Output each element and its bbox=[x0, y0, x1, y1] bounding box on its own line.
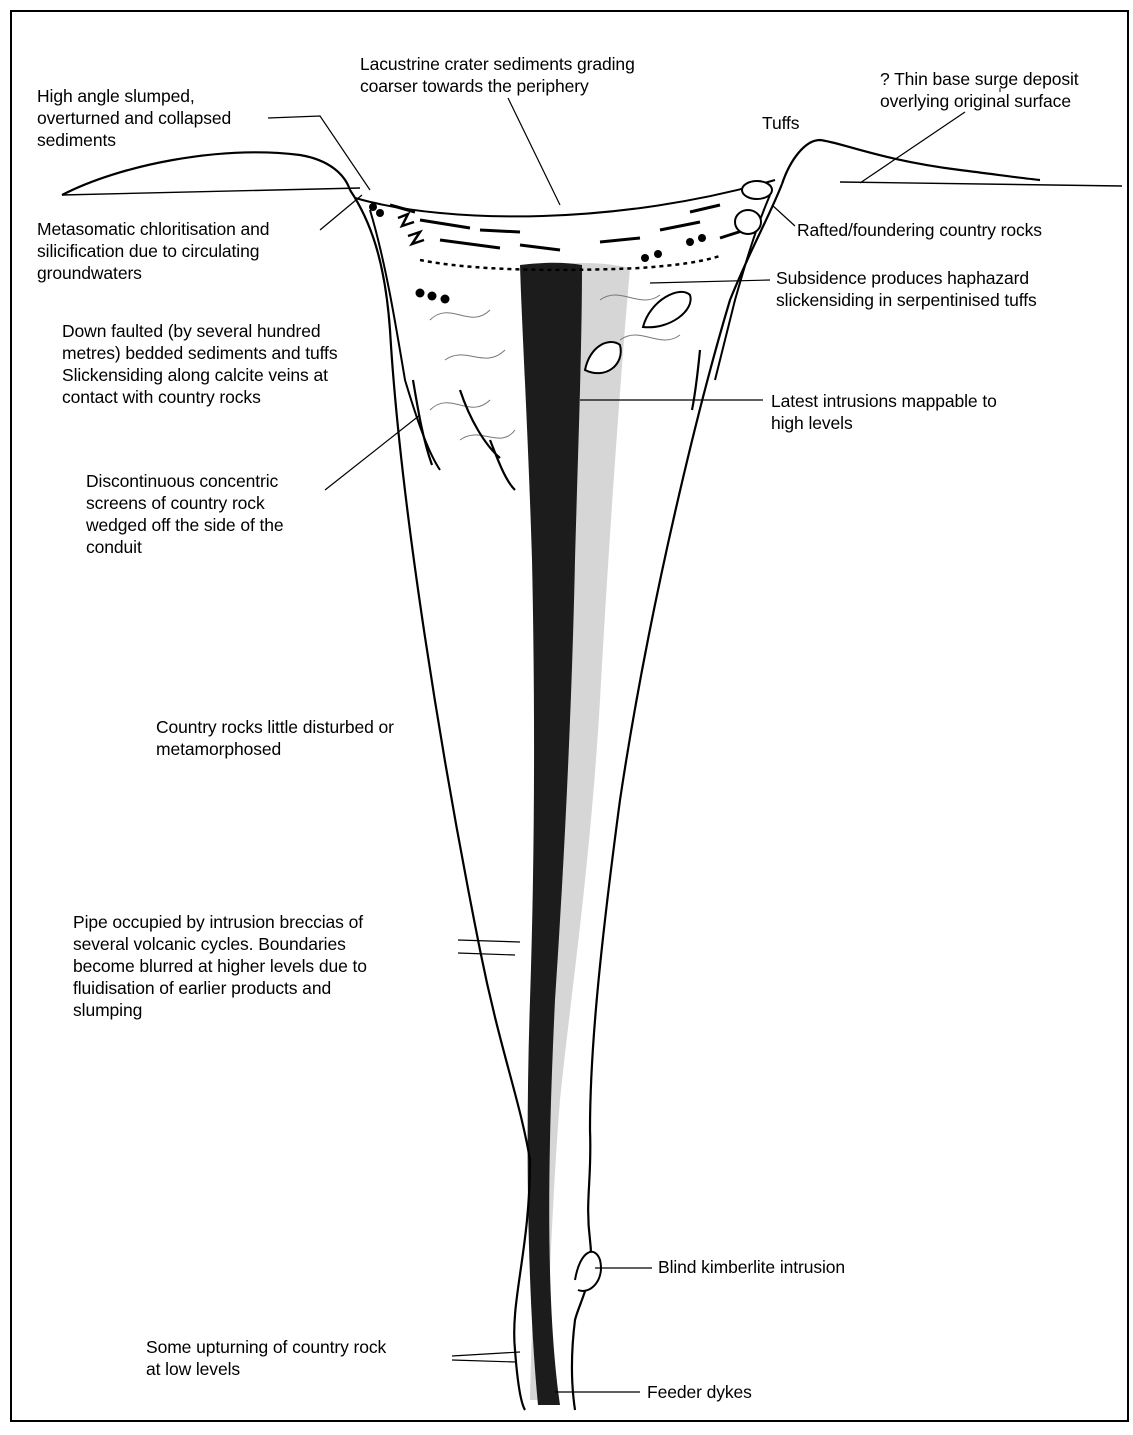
label-lacustrine-crater: Lacustrine crater sediments grading coar… bbox=[360, 53, 635, 97]
label-subsidence: Subsidence produces haphazard slickensid… bbox=[776, 267, 1037, 311]
label-some-upturning: Some upturning of country rock at low le… bbox=[146, 1336, 386, 1380]
pipe-wall-left bbox=[350, 190, 530, 1410]
label-country-rocks: Country rocks little disturbed or metamo… bbox=[156, 716, 394, 760]
original-surface-line bbox=[62, 182, 1122, 195]
label-tuffs: Tuffs bbox=[762, 112, 799, 134]
blind-kimberlite-bulb bbox=[575, 1252, 601, 1291]
label-high-angle-slumped: High angle slumped, overturned and colla… bbox=[37, 85, 231, 151]
label-feeder-dykes: Feeder dykes bbox=[647, 1381, 752, 1403]
inner-screen-left bbox=[370, 210, 440, 470]
tuff-ring-right bbox=[782, 140, 1040, 184]
label-metasomatic: Metasomatic chloritisation and silicific… bbox=[37, 218, 269, 284]
crater-sediment-top bbox=[355, 180, 775, 216]
label-thin-base-surge: ? Thin base surge deposit overlying orig… bbox=[880, 68, 1079, 112]
label-pipe-occupied: Pipe occupied by intrusion breccias of s… bbox=[73, 911, 367, 1021]
label-down-faulted: Down faulted (by several hundred metres)… bbox=[62, 320, 337, 408]
label-discontinuous-screens: Discontinuous concentric screens of coun… bbox=[86, 470, 284, 558]
label-blind-kimberlite: Blind kimberlite intrusion bbox=[658, 1256, 845, 1278]
label-latest-intrusions: Latest intrusions mappable to high level… bbox=[771, 390, 997, 434]
zigzag-slumped bbox=[398, 214, 424, 244]
label-rafted-foundering: Rafted/foundering country rocks bbox=[797, 219, 1042, 241]
